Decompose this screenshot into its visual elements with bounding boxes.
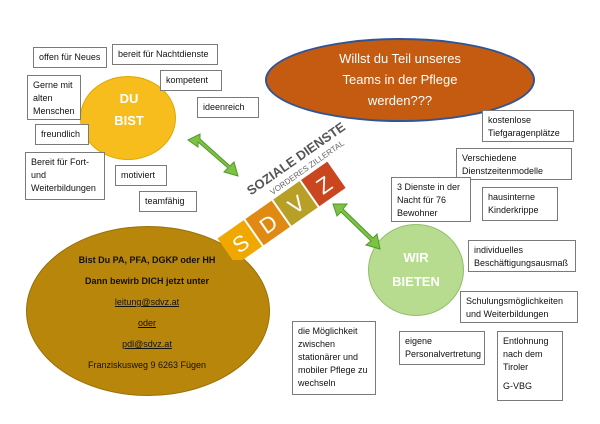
- trait-box: teamfähig: [139, 191, 197, 212]
- trait-box: freundlich: [35, 124, 89, 145]
- offer-box: eigene Personalvertretung: [399, 331, 485, 365]
- email-link-leitung[interactable]: leitung@sdvz.at: [114, 297, 180, 307]
- trait-box: kompetent: [160, 70, 222, 91]
- trait-box: Bereit für Fort- und Weiterbildungen: [25, 152, 105, 200]
- offer-box: hausinterne Kinderkrippe: [482, 187, 558, 221]
- contact-block: Bist Du PA, PFA, DGKP oder HH Dann bewir…: [44, 254, 250, 380]
- trait-box: bereit für Nachtdienste: [112, 44, 218, 65]
- trait-box: ideenreich: [197, 97, 259, 118]
- teams-ellipse: [265, 38, 535, 122]
- email-link-pdl[interactable]: pdl@sdvz.at: [122, 339, 172, 349]
- offer-box: 3 Dienste in der Nacht für 76 Bewohner: [391, 177, 471, 222]
- double-arrow-icon: [332, 203, 381, 250]
- contact-or: oder: [137, 318, 156, 328]
- double-arrow-icon: [187, 133, 239, 177]
- contact-line2: Dann bewirb DICH jetzt unter: [84, 276, 209, 286]
- wir-bieten-ellipse: [368, 224, 464, 316]
- contact-address: Franziskusweg 9 6263 Fügen: [87, 360, 207, 370]
- offer-box: kostenlose Tiefgaragenplätze: [482, 110, 574, 142]
- offer-box: individuelles Beschäftigungsausmaß: [468, 240, 576, 272]
- trait-box: offen für Neues: [33, 47, 107, 68]
- trait-box: Gerne mit alten Menschen: [27, 75, 81, 120]
- trait-box: motiviert: [115, 165, 167, 186]
- offer-box: die Möglichkeit zwischen stationärer und…: [292, 321, 376, 395]
- offer-box: Verschiedene Dienstzeitenmodelle: [456, 148, 572, 180]
- contact-line1: Bist Du PA, PFA, DGKP oder HH: [78, 255, 216, 265]
- offer-box: Entlohnung nach dem Tiroler G-VBG: [497, 331, 563, 401]
- sdvz-logo: S D V Z SOZIALE DIENSTE VORDERES ZILLERT…: [217, 120, 348, 260]
- offer-box: Schulungsmöglichkeiten und Weiterbildung…: [460, 291, 578, 323]
